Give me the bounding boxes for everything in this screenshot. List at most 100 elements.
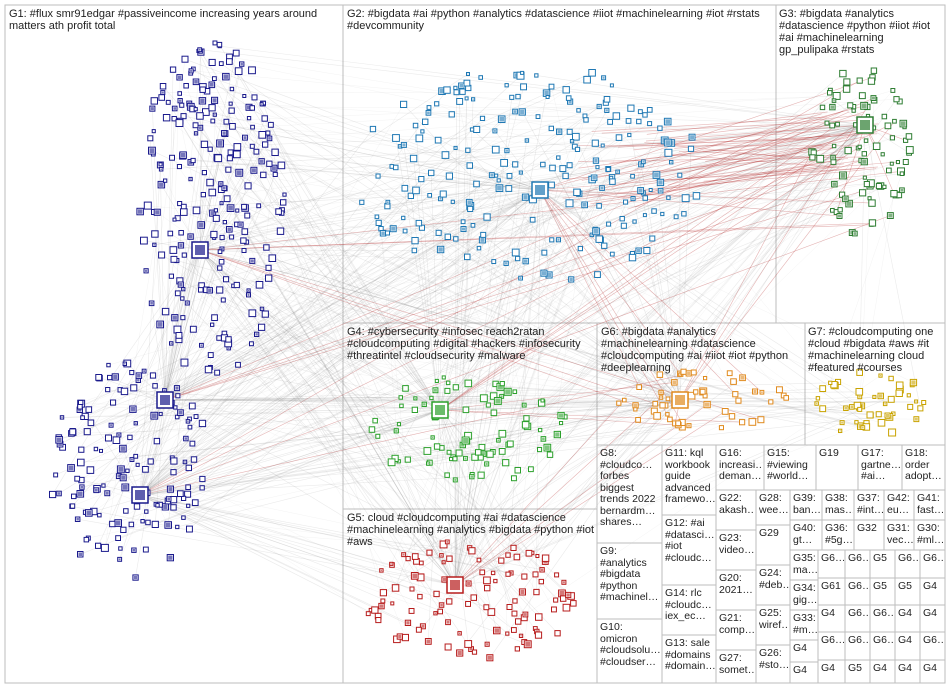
graph-node	[254, 149, 259, 154]
graph-node	[516, 256, 520, 260]
graph-node	[388, 459, 395, 466]
graph-node	[376, 434, 380, 438]
graph-node	[175, 291, 180, 296]
small-group-box	[818, 605, 845, 632]
graph-node	[446, 173, 452, 179]
graph-node-fill	[224, 74, 229, 79]
graph-node	[235, 68, 242, 75]
graph-node	[529, 467, 534, 472]
graph-node-fill	[239, 223, 242, 226]
small-group-box	[816, 445, 858, 490]
graph-node-fill	[915, 418, 918, 421]
graph-node-fill	[199, 223, 204, 228]
graph-node	[889, 429, 896, 436]
graph-node	[486, 403, 490, 407]
graph-node	[465, 97, 468, 100]
graph-node-fill	[116, 521, 121, 526]
graph-node	[477, 558, 481, 562]
graph-node	[623, 398, 627, 402]
graph-node	[550, 165, 556, 171]
graph-node	[731, 379, 737, 385]
graph-node	[451, 200, 454, 203]
graph-node	[607, 222, 611, 226]
graph-node	[665, 149, 672, 156]
graph-node	[831, 209, 835, 213]
small-group-box	[597, 619, 662, 683]
graph-node	[453, 457, 457, 461]
graph-node	[159, 252, 165, 258]
graph-node	[245, 183, 251, 189]
graph-node	[536, 115, 540, 119]
graph-node	[617, 401, 621, 405]
hub-node-fill	[195, 245, 205, 255]
graph-node	[479, 76, 483, 80]
graph-node	[179, 231, 184, 236]
graph-node-fill	[880, 375, 881, 376]
graph-node-fill	[520, 172, 521, 173]
graph-node	[217, 336, 222, 341]
graph-node	[247, 117, 250, 120]
graph-node	[251, 125, 255, 129]
graph-node-fill	[541, 569, 543, 571]
small-group-box	[597, 543, 662, 619]
graph-node	[629, 254, 635, 260]
graph-node	[209, 105, 215, 111]
graph-node-fill	[658, 180, 662, 184]
graph-node	[194, 108, 197, 111]
graph-node	[464, 80, 470, 86]
graph-node	[250, 342, 254, 346]
graph-node	[215, 370, 220, 375]
graph-node-fill	[121, 476, 125, 480]
graph-node-fill	[208, 289, 211, 292]
graph-node-fill	[380, 604, 383, 607]
graph-node	[366, 612, 370, 616]
graph-node	[604, 97, 610, 103]
graph-node-fill	[495, 628, 500, 633]
graph-node	[410, 155, 416, 161]
graph-node-fill	[443, 578, 446, 581]
graph-node	[101, 544, 108, 551]
graph-node	[474, 181, 480, 187]
graph-node-fill	[833, 182, 837, 186]
graph-node	[273, 172, 277, 176]
graph-node	[885, 123, 891, 129]
graph-node-fill	[78, 492, 83, 497]
graph-node	[381, 599, 385, 603]
small-group-box	[716, 610, 756, 650]
graph-node	[412, 238, 418, 244]
small-group-box	[818, 550, 845, 578]
small-group-box	[818, 578, 845, 605]
graph-node	[856, 389, 863, 396]
small-group-box	[845, 632, 870, 660]
graph-node	[515, 647, 519, 651]
graph-node	[230, 87, 233, 90]
graph-node-fill	[137, 379, 139, 381]
graph-node-fill	[79, 553, 83, 557]
graph-node	[507, 441, 513, 447]
small-group-box	[716, 530, 756, 570]
graph-node-fill	[862, 103, 867, 108]
graph-node	[113, 437, 120, 444]
graph-node	[208, 147, 212, 151]
graph-node	[429, 170, 434, 175]
graph-node-fill	[155, 210, 159, 214]
graph-node-fill	[199, 126, 202, 129]
graph-node-fill	[583, 203, 587, 207]
graph-node	[98, 513, 102, 517]
small-group-box	[870, 632, 895, 660]
graph-node	[643, 196, 648, 201]
graph-node	[189, 403, 195, 409]
graph-node	[657, 372, 663, 378]
graph-node-fill	[57, 438, 62, 443]
graph-node	[610, 252, 614, 256]
graph-node-fill	[173, 316, 177, 320]
graph-node	[220, 235, 224, 239]
graph-node-fill	[168, 487, 172, 491]
graph-node-fill	[832, 156, 835, 159]
graph-node	[70, 504, 74, 508]
graph-node	[678, 173, 682, 177]
graph-node	[229, 102, 232, 105]
graph-node	[830, 123, 835, 128]
graph-node	[471, 595, 477, 601]
graph-node	[727, 371, 732, 376]
